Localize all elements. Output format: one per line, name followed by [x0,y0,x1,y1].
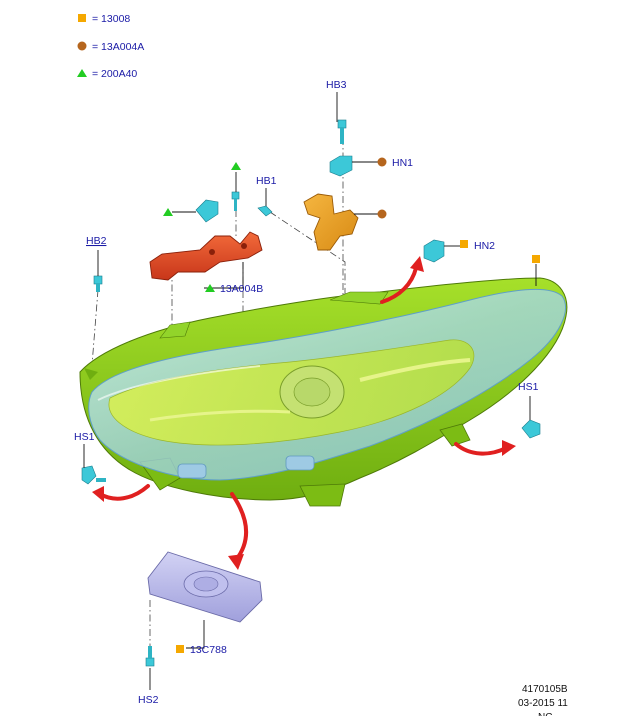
leader-lines [83,92,537,690]
screw-triangle-icon [231,162,241,170]
label-13c788: 13C788 [190,644,227,656]
legend-triangle-icon [77,69,87,77]
clip-triangle-icon [163,208,173,216]
control-module [147,551,263,623]
hn2-square-icon [460,240,468,248]
callout-labels: HB3 HN1 HB1 HB2 HN2 13A004B HS1 HS1 13C7… [74,79,539,706]
red-mounting-bracket [149,231,263,281]
label-hb2: HB2 [86,235,107,247]
legend-square-icon [78,14,86,22]
figure-reference: 4170105B 03-2015 11 NC [518,684,568,716]
module-square-icon [176,645,184,653]
label-13a004b: 13A004B [220,283,263,295]
legend: = 13008 = 13A004A = 200A40 [77,13,144,80]
figure-number: 4170105B [522,684,568,695]
headlamp-lens [88,288,566,481]
bracket-triangle-icon [205,284,215,292]
orange-adjuster-bracket [303,193,359,251]
legend-item-2-text: = 13A004A [92,41,144,53]
legend-circle-icon [77,41,87,51]
label-hs2: HS2 [138,694,159,706]
label-hn1: HN1 [392,157,413,169]
orange-bracket-circle-icon [377,209,387,219]
assembly-lines [91,138,346,660]
arrow-module [230,492,249,562]
clips-and-fasteners [81,119,541,667]
figure-code: NC [538,712,552,716]
figure-date: 03-2015 11 [518,698,568,709]
hn1-circle-icon [377,157,387,167]
arrow-hs1-left [98,484,150,501]
label-hs1-right: HS1 [518,381,539,393]
arrow-heads [92,256,516,570]
callout-symbols [163,157,540,653]
label-hb1: HB1 [256,175,277,187]
legend-item-1-text: = 13008 [92,13,130,25]
legend-item-3-text: = 200A40 [92,68,137,80]
arrow-hs1-right [454,442,508,456]
label-hn2: HN2 [474,240,495,252]
label-hb3: HB3 [326,79,347,91]
label-hs1-left: HS1 [74,431,95,443]
arrow-hn2 [380,266,418,304]
housing-square-icon [532,255,540,263]
